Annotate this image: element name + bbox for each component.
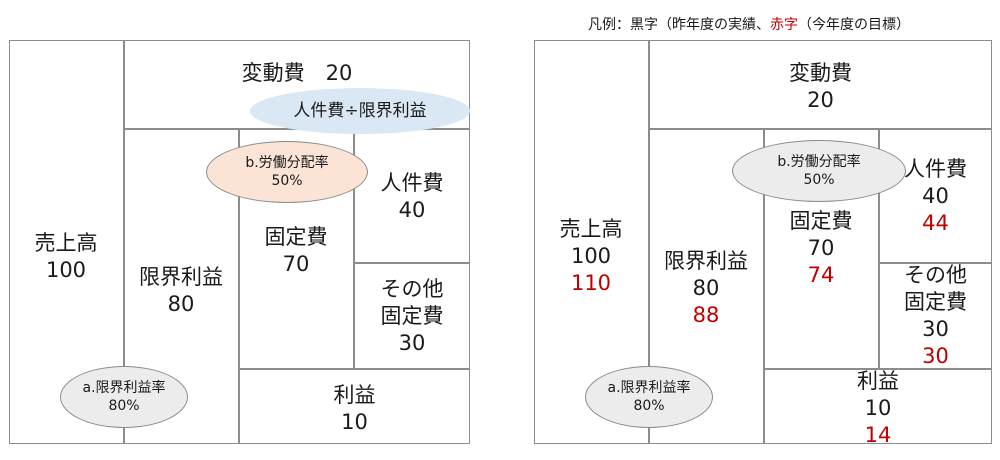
right-divider [878,262,992,264]
right-variable-cost-label: 変動費 [789,61,852,85]
left-divider [353,128,355,368]
right-sales-label: 売上高 [559,217,623,241]
legend-black-text: 凡例：黒字（昨年度の実績、 [588,17,770,33]
left-other-fixed-line1: その他 [380,277,444,301]
right-profit-value: 10 [864,396,892,420]
legend-suffix-text: （今年度の目標） [798,17,910,33]
left-fixed-cost: 固定費 70 [239,224,353,278]
left-labor-share-value: 50% [271,173,303,189]
right-personnel-cost-label: 人件費 [904,157,967,181]
right-marginal-profit: 限界利益 80 88 [649,248,763,329]
right-fixed-cost-label: 固定費 [789,209,853,233]
left-profit: 利益 10 [239,382,470,436]
left-personnel-cost-value: 40 [398,198,426,222]
right-divider [648,128,992,130]
left-sales-value: 100 [45,258,87,282]
left-marginal-profit-value: 80 [167,292,195,316]
right-marginal-profit-value: 80 [692,276,720,300]
left-formula-text: 人件費÷限界利益 [293,101,427,121]
left-divider [353,262,470,264]
right-marginal-profit-target: 88 [692,303,720,327]
right-profit-target: 14 [864,423,892,447]
right-other-fixed-line2: 固定費 [904,290,967,314]
right-divider [763,128,765,444]
left-profit-label: 利益 [333,383,376,407]
right-fixed-cost-value: 70 [807,236,835,260]
right-divider [763,368,992,370]
left-other-fixed-cost: その他 固定費 30 [354,276,470,357]
left-labor-share-label: b.労働分配率 [245,155,329,171]
right-fixed-cost-target: 74 [807,263,835,287]
right-other-fixed-line1: その他 [904,263,967,287]
left-margin-rate-label: a.限界利益率 [82,380,166,396]
left-variable-cost: 変動費 20 [241,61,353,85]
right-labor-share-value: 50% [803,172,835,188]
left-margin-rate-oval: a.限界利益率 80% [60,366,188,428]
left-formula-bubble: 人件費÷限界利益 [250,88,470,134]
right-variable-cost-value: 20 [807,88,834,112]
left-marginal-profit-label: 限界利益 [139,265,223,289]
left-fixed-cost-value: 70 [282,252,310,276]
right-other-fixed-cost: その他 固定費 30 30 [879,262,992,370]
right-sales: 売上高 100 110 [534,216,648,297]
left-other-fixed-line2: 固定費 [380,304,444,328]
right-divider [648,40,650,444]
left-profit-value: 10 [341,410,368,434]
right-variable-cost: 変動費 20 [649,60,992,114]
left-labor-share-oval: b.労働分配率 50% [206,141,368,203]
right-profit-label: 利益 [857,369,899,393]
right-divider [878,128,880,368]
left-divider [123,40,125,444]
left-margin-rate-value: 80% [108,398,140,414]
left-divider [238,368,470,370]
left-outer-box [9,40,470,444]
left-personnel-cost-label: 人件費 [380,171,444,195]
left-sales: 売上高 100 [9,230,123,284]
left-marginal-profit: 限界利益 80 [124,264,238,318]
right-marginal-profit-label: 限界利益 [664,249,748,273]
right-personnel-cost-value: 40 [922,184,949,208]
left-sales-label: 売上高 [34,231,98,255]
right-profit: 利益 10 14 [764,368,992,449]
left-fixed-cost-label: 固定費 [264,225,328,249]
right-other-fixed-target: 30 [922,344,949,368]
right-sales-target: 110 [570,271,612,295]
right-other-fixed-value: 30 [922,317,949,341]
right-labor-share-oval: b.労働分配率 50% [732,140,906,202]
left-divider [238,128,240,444]
legend: 凡例：黒字（昨年度の実績、赤字（今年度の目標） [588,14,910,34]
right-margin-rate-value: 80% [633,398,665,414]
right-margin-rate-label: a.限界利益率 [607,380,691,396]
left-other-fixed-value: 30 [398,331,426,355]
legend-red-text: 赤字 [770,17,798,33]
right-sales-value: 100 [570,244,612,268]
right-labor-share-label: b.労働分配率 [777,154,861,170]
left-personnel-cost: 人件費 40 [354,170,470,224]
right-personnel-cost-target: 44 [922,211,949,235]
right-personnel-cost: 人件費 40 44 [879,156,992,237]
right-fixed-cost: 固定費 70 74 [764,208,878,289]
right-margin-rate-oval: a.限界利益率 80% [585,366,713,428]
